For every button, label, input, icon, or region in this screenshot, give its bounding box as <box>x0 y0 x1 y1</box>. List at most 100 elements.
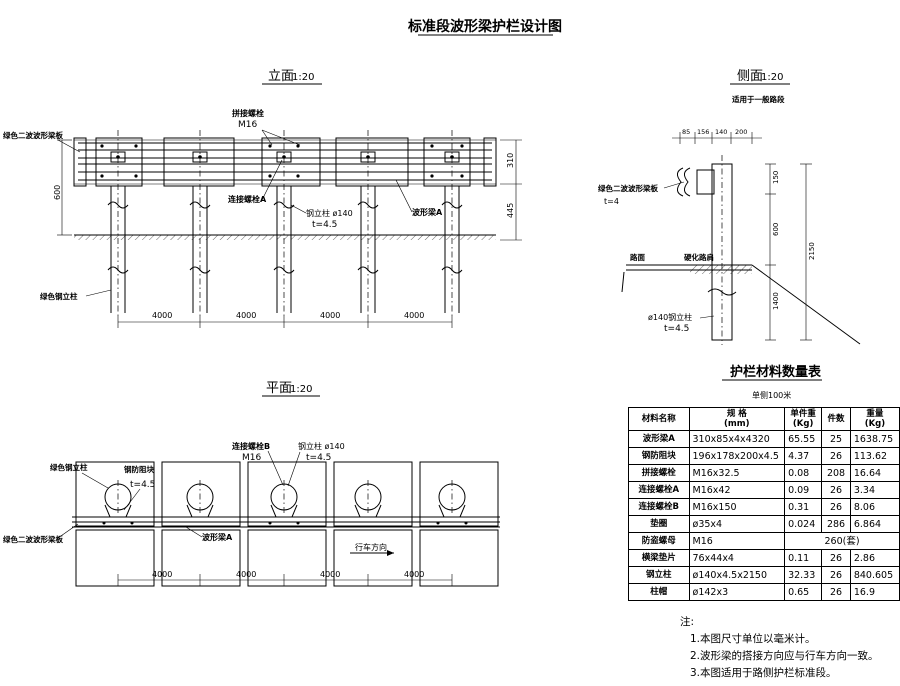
side-label-beam-t: t=4 <box>604 197 619 206</box>
label-beam-plate: 绿色二波波形梁板 <box>3 130 63 140</box>
plan-panels <box>75 461 499 587</box>
side-dim: 140 <box>715 128 727 136</box>
side-dim-1400: 1400 <box>772 292 780 310</box>
cell-total: 16.64 <box>849 464 900 482</box>
cell-name: 柱帽 <box>628 583 690 601</box>
label-steel-post: 钢立柱 ø140 <box>306 208 353 218</box>
plan-label-post: 钢立柱 ø140 <box>298 441 345 451</box>
plan-posts <box>104 480 466 518</box>
span-dim: 4000 <box>152 311 172 320</box>
elevation-post <box>423 130 497 318</box>
cell-spec: M16x150 <box>688 498 786 516</box>
cell-spec: M16 <box>688 532 786 550</box>
plan-label-direction: 行车方向 <box>355 542 387 552</box>
elevation-post <box>335 130 409 318</box>
side-label-road: 路面 <box>630 252 645 262</box>
plan-span-dim: 4000 <box>152 570 172 579</box>
side-dim: 156 <box>697 128 709 136</box>
cell-name: 连接螺栓B <box>628 498 690 516</box>
label-splice-bolt: 拼接螺栓 <box>232 108 264 118</box>
cell-spec: 310x85x4x4320 <box>688 430 786 448</box>
cell-merged: 260(套) <box>784 532 900 550</box>
elevation-post <box>163 130 235 318</box>
cell-unit-weight: 0.08 <box>784 464 823 482</box>
elevation-posts <box>73 130 497 318</box>
cell-total: 840.605 <box>849 566 900 584</box>
cell-name: 波形梁A <box>628 430 690 448</box>
drawing-title: 标准段波形梁护栏设计图 <box>407 18 562 35</box>
col-spec: 规 格(mm) <box>688 407 786 431</box>
plan-label-anti-block: 钢防阻块 <box>124 464 154 474</box>
span-dim: 4000 <box>320 311 340 320</box>
cell-spec: ø140x4.5x2150 <box>688 566 786 584</box>
table-header-row: 材料名称 规 格(mm) 单件重(Kg) 件数 重量(Kg) <box>628 407 900 431</box>
cell-total: 1638.75 <box>849 430 900 448</box>
splice-bolts <box>100 144 464 178</box>
elevation-heading: 立面 <box>268 69 294 84</box>
cell-total: 6.864 <box>849 515 900 533</box>
side-label-beam: 绿色二波波形梁板 <box>598 183 658 193</box>
side-scale: 1:20 <box>761 72 783 83</box>
cell-count: 26 <box>821 549 851 567</box>
cell-total: 16.9 <box>849 583 900 601</box>
cell-count: 25 <box>821 430 851 448</box>
cell-name: 钢立柱 <box>628 566 690 584</box>
elevation-post <box>73 130 143 318</box>
col-count: 件数 <box>821 407 851 431</box>
col-name: 材料名称 <box>628 407 690 431</box>
notes: 注: 1.本图尺寸单位以毫米计。 2.波形梁的搭接方向应与行车方向一致。 3.本… <box>680 614 879 682</box>
elevation-post <box>261 130 321 318</box>
cell-name: 连接螺栓A <box>628 481 690 499</box>
side-label-post: ø140钢立柱 <box>648 312 692 322</box>
plan-label-beam-plate: 绿色二波波形梁板 <box>3 534 63 544</box>
side-dim: 200 <box>735 128 747 136</box>
side-subtitle: 适用于一般路段 <box>732 94 785 104</box>
cell-name: 防盗螺母 <box>628 532 690 550</box>
plan-span-dim: 4000 <box>404 570 424 579</box>
side-label-post-t: t=4.5 <box>664 324 689 334</box>
side-dim-2150: 2150 <box>808 242 816 260</box>
label-green-post: 绿色钢立柱 <box>40 291 78 301</box>
elevation-scale: 1:20 <box>292 72 314 83</box>
col-total: 重量(Kg) <box>849 407 900 431</box>
cell-unit-weight: 0.31 <box>784 498 823 516</box>
cell-total: 113.62 <box>849 447 900 465</box>
note-item: 2.波形梁的搭接方向应与行车方向一致。 <box>690 650 879 662</box>
plan-heading: 平面 <box>266 381 292 396</box>
plan-label-bolt-b: 连接螺栓B <box>232 441 270 451</box>
label-beam-a: 波形梁A <box>412 207 443 217</box>
plan-view: 平面 1:20 <box>3 381 500 587</box>
label-splice-bolt-size: M16 <box>238 120 257 130</box>
cell-unit-weight: 4.37 <box>784 447 823 465</box>
plan-label-anti-block-t: t=4.5 <box>130 480 155 490</box>
side-view: 侧面 1:20 适用于一般路段 85 156 140 200 <box>598 69 861 345</box>
table-subtitle: 单侧100米 <box>752 390 791 400</box>
plan-span-dim: 4000 <box>236 570 256 579</box>
plan-label-beam-a: 波形梁A <box>202 532 233 542</box>
cell-count: 26 <box>821 481 851 499</box>
side-dim-600: 600 <box>772 223 780 236</box>
notes-heading: 注: <box>680 616 695 628</box>
cell-unit-weight: 0.09 <box>784 481 823 499</box>
plan-span-dim: 4000 <box>320 570 340 579</box>
cell-unit-weight: 0.024 <box>784 515 823 533</box>
side-heading: 侧面 <box>737 69 763 84</box>
cell-spec: 76x44x4 <box>688 549 786 567</box>
col-unit-weight: 单件重(Kg) <box>784 407 823 431</box>
side-label-shoulder: 硬化路肩 <box>684 252 714 262</box>
side-dim-150: 150 <box>772 171 780 184</box>
plan-label-post-t: t=4.5 <box>306 453 331 463</box>
cell-count: 26 <box>821 498 851 516</box>
label-bolt-a: 连接螺栓A <box>228 194 267 204</box>
cell-name: 垫圈 <box>628 515 690 533</box>
dim-445: 445 <box>506 203 515 218</box>
dim-310: 310 <box>506 153 515 168</box>
